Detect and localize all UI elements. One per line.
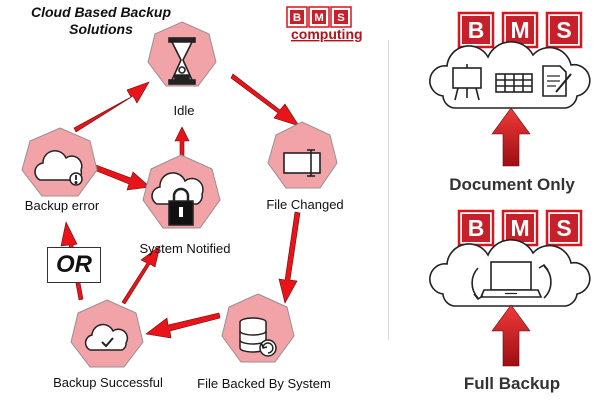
caption-document-only: Document Only xyxy=(449,175,575,194)
logo-bottom-letter: B xyxy=(468,215,485,241)
cycle-arrows xyxy=(60,73,301,339)
diagram-title: Cloud Based Backup Solutions xyxy=(6,4,196,38)
upload-arrow-top xyxy=(491,107,531,167)
upload-arrow-bottom xyxy=(491,304,531,367)
logo-small-tile-b: B xyxy=(286,6,308,28)
arrow-error-to-notified xyxy=(93,164,151,191)
logo-top-letter: M xyxy=(510,17,529,43)
logo-small-tile-s: S xyxy=(330,6,352,28)
node-file-changed xyxy=(267,121,338,189)
node-file-backed xyxy=(221,293,295,363)
hourglass-icon xyxy=(168,37,196,85)
cloud-error-icon xyxy=(34,150,83,186)
logo-bottom-letter: M xyxy=(510,215,529,241)
logo-top-tile-s: S xyxy=(545,11,583,49)
database-sync-icon xyxy=(239,317,277,357)
logo-small-tile-m: M xyxy=(308,6,330,28)
arrow-error-to-idle xyxy=(73,81,150,133)
logo-small-letter: S xyxy=(337,12,345,24)
node-backup-successful xyxy=(70,299,144,368)
logo-small-letter: B xyxy=(293,12,301,24)
node-backup-error xyxy=(21,127,98,197)
node-label-idle: Idle xyxy=(173,103,195,118)
logo-bottom-tile-m: M xyxy=(501,209,539,247)
node-label-file-backed: File Backed By System xyxy=(197,376,331,391)
cloud-lock-icon xyxy=(151,172,204,226)
node-label-backup-error: Backup error xyxy=(24,198,100,213)
arrow-notified-to-idle xyxy=(174,126,190,158)
logo-top-tile-b: B xyxy=(457,11,495,49)
logo-small-letter: M xyxy=(314,12,324,24)
arrow-success-to-notified xyxy=(121,245,161,305)
node-label-file-changed: File Changed xyxy=(266,197,344,212)
arrow-filebacked-to-success xyxy=(145,312,221,339)
caption-full-backup: Full Backup xyxy=(463,374,561,393)
logo-bottom-tile-s: S xyxy=(545,209,583,247)
or-label: OR xyxy=(47,247,101,283)
cloud-check-icon xyxy=(84,323,129,351)
node-label-backup-successful: Backup Successful xyxy=(53,375,163,390)
logo-bottom-tile-b: B xyxy=(457,209,495,247)
arrow-filechanged-to-filebacked xyxy=(278,211,301,304)
node-system-notified xyxy=(142,154,221,229)
logo-top-letter: B xyxy=(468,17,485,43)
logo-small-subtitle: computing xyxy=(291,26,363,42)
logo-bottom-letter: S xyxy=(556,215,571,241)
diagram-title-text: Cloud Based Backup Solutions xyxy=(30,4,172,37)
file-icon xyxy=(283,149,321,177)
panel-divider xyxy=(388,40,389,340)
logo-top-letter: S xyxy=(556,17,571,43)
cloud-document-icon xyxy=(429,41,591,109)
cloud-laptop-icon xyxy=(429,239,591,307)
node-idle xyxy=(147,21,217,87)
arrow-idle-to-filechanged xyxy=(230,73,300,127)
node-label-system-notified: System Notified xyxy=(139,241,231,256)
